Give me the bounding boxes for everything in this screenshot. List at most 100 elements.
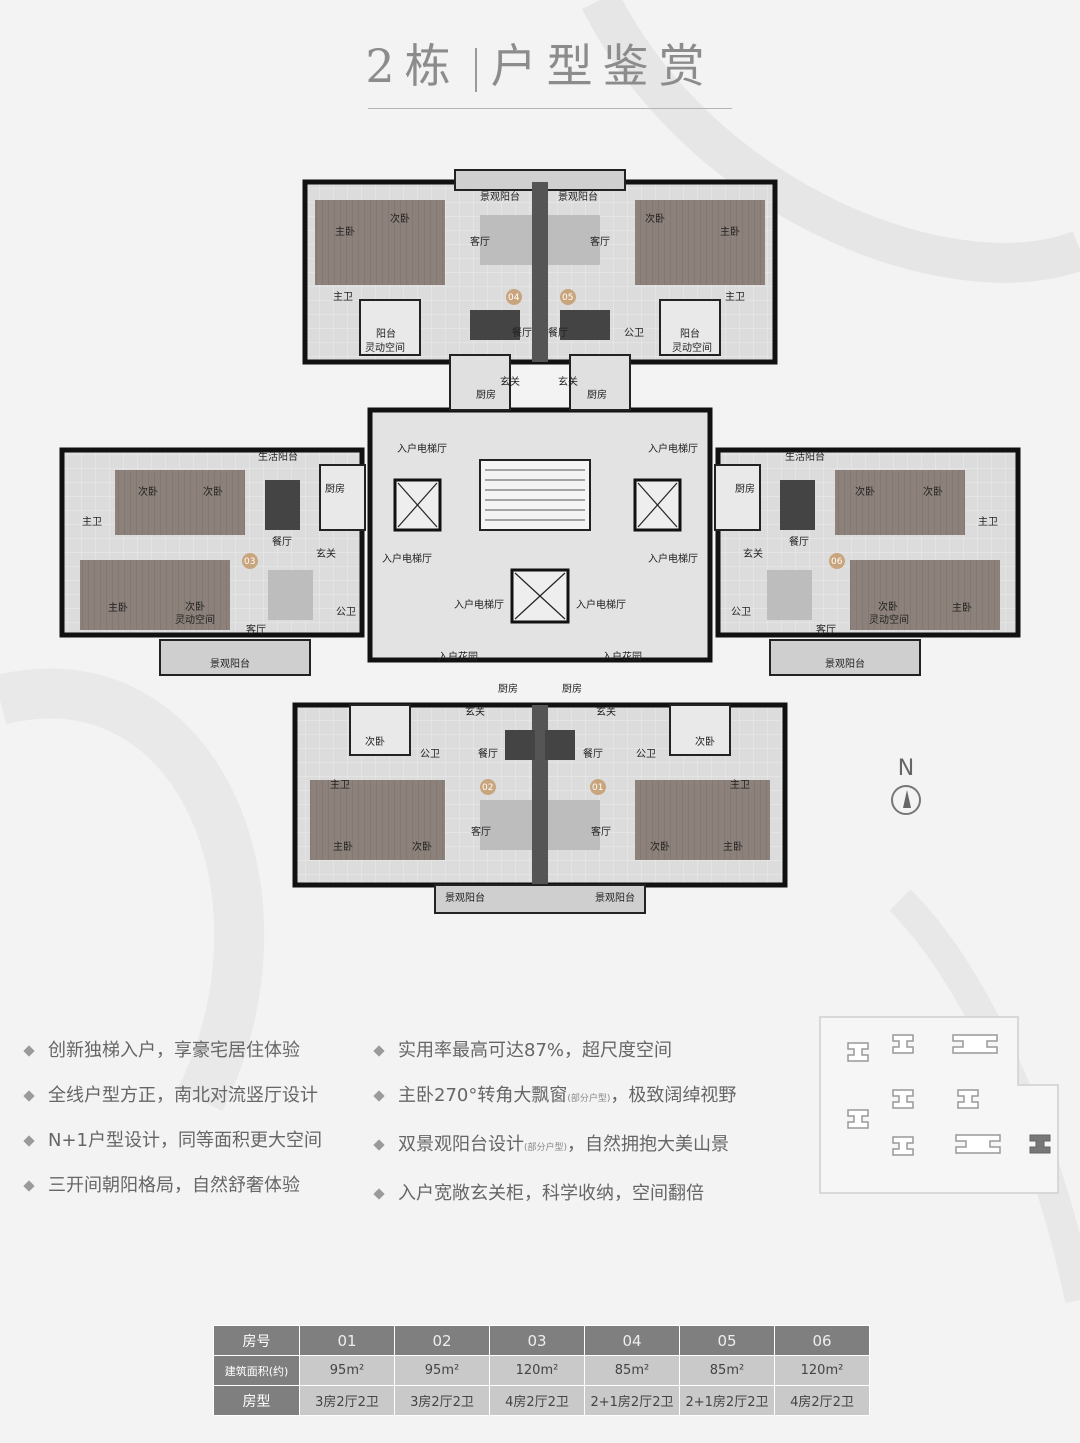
label-lobby-1: 入户电梯厅	[397, 442, 447, 455]
label-entry-garden-01: 入户花园	[602, 650, 642, 663]
building-name: 2栋	[365, 39, 461, 93]
label-master-bed-03: 主卧	[108, 601, 128, 614]
label-second-bed-03c: 次卧	[185, 600, 205, 613]
label-public-bath-03: 公卫	[336, 607, 356, 618]
label-entry-garden-02: 入户花园	[438, 650, 478, 663]
unit-03	[59, 447, 366, 676]
north-compass: N	[886, 756, 926, 815]
label-public-bath-05: 公卫	[624, 328, 644, 339]
compass-icon	[891, 785, 921, 815]
label-second-bed-02: 次卧	[365, 735, 385, 748]
label-foyer-02: 玄关	[465, 705, 485, 718]
feature-text: 入户宽敞玄关柜，科学收纳，空间翻倍	[398, 1183, 704, 1204]
building-icon	[847, 1042, 869, 1062]
room-labels: 景观阳台 景观阳台 主卧 次卧 客厅 客厅 次卧 主卧 主卫 主卫 阳台 灵动空…	[82, 190, 998, 904]
features-right: 实用率最高可达87%，超尺度空间 主卧270°转角大飘窗(部分户型)，极致阔绰视…	[372, 1028, 736, 1216]
site-plan	[819, 1016, 1059, 1194]
label-kitchen-06: 厨房	[735, 482, 755, 495]
table-cell: 4房2厅2卫	[774, 1385, 870, 1416]
label-second-bed-03a: 次卧	[138, 485, 158, 498]
label-flex-04: 灵动空间	[365, 341, 405, 354]
feature-item: 三开间朝阳格局，自然舒奢体验	[22, 1163, 322, 1208]
label-living-05: 客厅	[590, 235, 610, 248]
feature-text: N+1户型设计，同等面积更大空间	[48, 1130, 322, 1151]
label-service-balcony-06: 生活阳台	[785, 450, 825, 463]
table-cell: 4房2厅2卫	[489, 1385, 585, 1416]
label-service-balcony-03: 生活阳台	[258, 450, 298, 463]
label-public-bath-01: 公卫	[636, 749, 656, 760]
table-cell: 2+1房2厅2卫	[584, 1385, 680, 1416]
label-living-01: 客厅	[591, 825, 611, 838]
floor-plan: 景观阳台 景观阳台 主卧 次卧 客厅 客厅 次卧 主卧 主卫 主卫 阳台 灵动空…	[59, 169, 1021, 914]
feature-item: 主卧270°转角大飘窗(部分户型)，极致阔绰视野	[372, 1073, 736, 1122]
row-header: 房号	[213, 1325, 300, 1356]
feature-text: 创新独梯入户，享豪宅居住体验	[48, 1040, 300, 1061]
table-cell: 02	[394, 1325, 490, 1356]
unit-number-01: 01	[592, 783, 603, 793]
feature-tail: ，极致阔绰视野	[610, 1085, 737, 1106]
label-second-bed-06c: 次卧	[878, 600, 898, 613]
building-icon	[892, 1034, 914, 1054]
feature-text: 主卧270°转角大飘窗	[398, 1085, 568, 1106]
label-flex-06: 灵动空间	[869, 613, 909, 626]
label-balcony-view-02: 景观阳台	[445, 891, 485, 904]
label-living-06: 客厅	[816, 623, 836, 636]
north-label: N	[897, 756, 915, 781]
table-cell: 120m²	[774, 1355, 870, 1386]
feature-text: 全线户型方正，南北对流竖厅设计	[48, 1085, 318, 1106]
label-master-bed-01: 主卧	[723, 840, 743, 853]
page-title: 2栋户型鉴赏	[0, 30, 1080, 96]
unit-number-04: 04	[508, 293, 520, 303]
feature-text: 双景观阳台设计	[398, 1134, 524, 1155]
label-balcony-05: 阳台	[680, 327, 700, 340]
building-icon	[892, 1089, 914, 1109]
label-living-03: 客厅	[246, 623, 266, 636]
table-row: 建筑面积(约) 95m² 95m² 120m² 85m² 85m² 120m²	[213, 1355, 870, 1386]
label-dining-03: 餐厅	[272, 535, 292, 548]
label-second-bed-06b: 次卧	[923, 485, 943, 498]
table-cell: 3房2厅2卫	[299, 1385, 395, 1416]
feature-note: (部分户型)	[567, 1094, 611, 1104]
label-dining-01: 餐厅	[583, 747, 603, 760]
label-balcony-view-04: 景观阳台	[480, 190, 520, 203]
unit-06	[714, 447, 1021, 676]
stairwell	[479, 459, 591, 531]
diamond-bullet-icon	[22, 1179, 36, 1193]
current-building-icon	[1029, 1134, 1051, 1154]
feature-text: 实用率最高可达87%，超尺度空间	[398, 1040, 673, 1061]
label-master-bath-03: 主卫	[82, 516, 102, 528]
label-dining-05: 餐厅	[548, 326, 568, 339]
label-balcony-04: 阳台	[376, 327, 396, 340]
table-cell: 06	[774, 1325, 870, 1356]
label-second-bed-04: 次卧	[390, 212, 410, 225]
label-foyer-01: 玄关	[596, 705, 616, 718]
label-kitchen-05: 厨房	[587, 388, 607, 401]
diamond-bullet-icon	[22, 1134, 36, 1148]
label-foyer-05: 玄关	[558, 375, 578, 388]
diamond-bullet-icon	[372, 1089, 386, 1103]
unit-02-01	[292, 702, 788, 914]
unit-number-06: 06	[831, 557, 843, 567]
building-icon	[847, 1109, 869, 1129]
title-text: 户型鉴赏	[490, 39, 715, 93]
label-kitchen-01: 厨房	[562, 682, 582, 695]
label-dining-06: 餐厅	[789, 535, 809, 548]
feature-item: 双景观阳台设计(部分户型)，自然拥抱大美山景	[372, 1122, 736, 1171]
row-header: 房型	[213, 1385, 300, 1416]
label-master-bath-01: 主卫	[730, 779, 750, 791]
label-lobby-6: 入户电梯厅	[576, 598, 626, 611]
row-header: 建筑面积(约)	[213, 1355, 300, 1386]
label-dining-04: 餐厅	[512, 326, 532, 339]
table-cell: 03	[489, 1325, 585, 1356]
label-second-bed-01: 次卧	[695, 735, 715, 748]
unit-numbers: 04 05 03 06 02 01	[242, 289, 845, 795]
table-cell: 04	[584, 1325, 680, 1356]
feature-tail: ，自然拥抱大美山景	[567, 1134, 730, 1155]
label-public-bath-02: 公卫	[420, 749, 440, 760]
table-row: 房号 01 02 03 04 05 06	[213, 1325, 870, 1356]
label-master-bath-02: 主卫	[330, 779, 350, 791]
label-master-bed-04: 主卧	[335, 225, 355, 238]
table-row: 房型 3房2厅2卫 3房2厅2卫 4房2厅2卫 2+1房2厅2卫 2+1房2厅2…	[213, 1385, 870, 1416]
label-foyer-04: 玄关	[500, 375, 520, 388]
label-second-bed-03b: 次卧	[203, 485, 223, 498]
